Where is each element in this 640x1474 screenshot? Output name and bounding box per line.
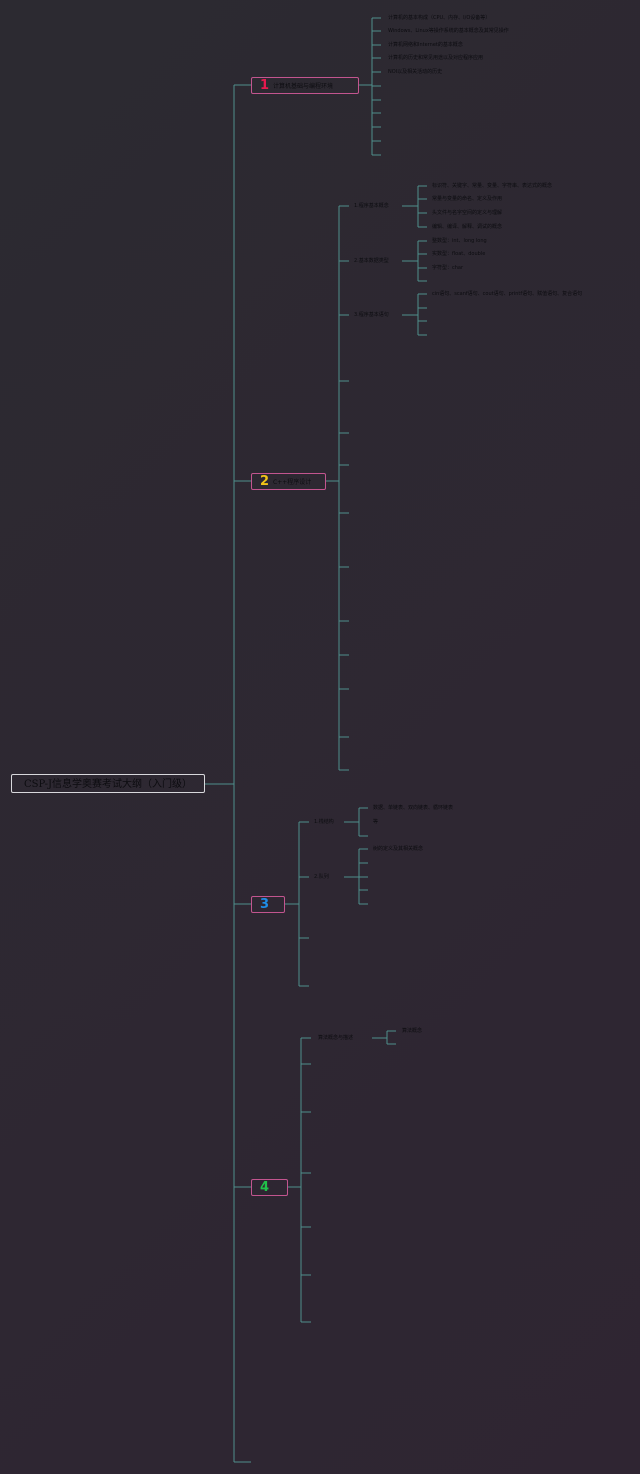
b3-sub-node[interactable]: 2.队列 <box>314 874 329 880</box>
b4-sub1-leaf: 算法概念 <box>402 1028 423 1034</box>
b3-sub1-leaf: 等 <box>373 819 379 825</box>
root-node[interactable]: CSP-J信息学奥赛考试大纲（入门级） <box>11 774 205 793</box>
b2-sub2-leaf: 字符型：char <box>432 265 464 271</box>
b2-sub-node[interactable]: 3.程序基本语句 <box>354 312 389 318</box>
b1-leaf: 计算机的基本构成（CPU、内存、I/O设备等） <box>388 15 491 21</box>
b2-sub1-leaf: 标识符、关键字、常量、变量、字符串、表达式的概念 <box>432 183 553 189</box>
b2-sub-node[interactable]: 1.程序基本概念 <box>354 203 389 209</box>
b2-sub-node[interactable]: 2.基本数据类型 <box>354 258 389 264</box>
b1-leaf: Windows、Linux等操作系统的基本概念及其常见操作 <box>388 28 509 34</box>
b3-sub-node[interactable]: 1.栈结构 <box>314 819 334 825</box>
branch-1-number: 1 <box>260 77 270 93</box>
b2-sub2-leaf: 实数型：float、double <box>432 251 486 257</box>
b2-sub1-leaf: 头文件与名字空间的定义与理解 <box>432 210 503 216</box>
b1-leaf: 计算机网络和Internet的基本概念 <box>388 42 463 48</box>
b4-sub-node[interactable]: 算法概念与描述 <box>318 1035 354 1041</box>
branch-2-node[interactable]: 2 C++程序设计 <box>251 473 326 490</box>
branch-3-number: 3 <box>260 896 270 912</box>
b3-sub1-leaf: 数据、单链表、双向链表、循环链表 <box>373 805 454 811</box>
b1-leaf: NOI以及相关活动的历史 <box>388 69 443 75</box>
b3-sub2-leaf: 树的定义及其相关概念 <box>373 846 424 852</box>
branch-3-node[interactable]: 3 <box>251 896 285 913</box>
branch-1-label: 计算机基础与编程环境 <box>273 83 334 90</box>
branch-1-node[interactable]: 1 计算机基础与编程环境 <box>251 77 359 94</box>
branch-4-number: 4 <box>260 1179 270 1195</box>
branch-2-number: 2 <box>260 473 270 489</box>
b2-sub2-leaf: 整数型：int、long long <box>432 238 487 244</box>
b2-sub1-leaf: 编辑、编译、解释、调试的概念 <box>432 224 503 230</box>
branch-2-label: C++程序设计 <box>273 479 312 486</box>
b1-leaf: 计算机的历史和常见用途以及对应程序应用 <box>388 55 484 61</box>
b2-sub3-leaf: cin语句、scanf语句、cout语句、printf语句、赋值语句、复合语句 <box>432 291 583 297</box>
b2-sub1-leaf: 常量与变量的命名、定义及作用 <box>432 196 503 202</box>
branch-4-node[interactable]: 4 <box>251 1179 288 1196</box>
